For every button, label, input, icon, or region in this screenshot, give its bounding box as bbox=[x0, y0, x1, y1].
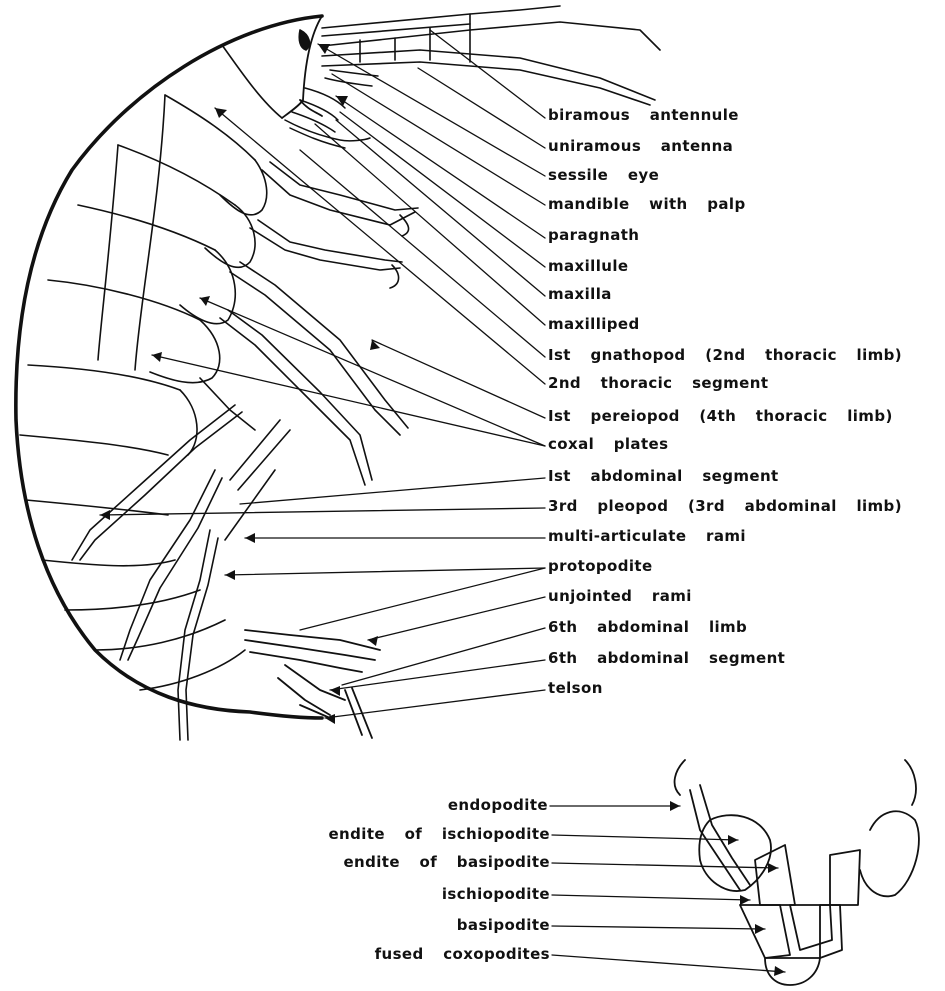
label-endite-of-basipodite: endite of basipodite bbox=[343, 853, 550, 871]
thoracic-legs-drawing bbox=[200, 162, 418, 485]
label-maxilla: maxilla bbox=[548, 285, 612, 303]
label-maxillule: maxillule bbox=[548, 257, 628, 275]
label-3rd-pleopod: 3rd pleopod (3rd abdominal limb) bbox=[548, 497, 902, 515]
label-multi-articulate-rami: multi-articulate rami bbox=[548, 527, 746, 545]
label-basipodite: basipodite bbox=[457, 916, 550, 934]
label-maxilliped: maxilliped bbox=[548, 315, 640, 333]
coxal-plates-drawing bbox=[98, 95, 267, 455]
label-1st-gnathopod: Ist gnathopod (2nd thoracic limb) bbox=[548, 346, 902, 364]
label-6th-abdominal-limb: 6th abdominal limb bbox=[548, 618, 747, 636]
inset-maxilliped-drawing bbox=[675, 760, 919, 985]
urosome-drawing bbox=[245, 630, 380, 738]
label-ischiopodite: ischiopodite bbox=[442, 885, 550, 903]
pleopods-drawing bbox=[72, 405, 290, 740]
label-mandible-with-palp: mandible with palp bbox=[548, 195, 746, 213]
label-endopodite: endopodite bbox=[448, 796, 548, 814]
label-telson: telson bbox=[548, 679, 603, 697]
label-uniramous-antenna: uniramous antenna bbox=[548, 137, 733, 155]
label-2nd-thoracic-segment: 2nd thoracic segment bbox=[548, 374, 768, 392]
antennae-drawing bbox=[299, 6, 660, 105]
label-endite-of-ischiopodite: endite of ischiopodite bbox=[328, 825, 550, 843]
label-fused-coxopodites: fused coxopodites bbox=[375, 945, 550, 963]
label-paragnath: paragnath bbox=[548, 226, 639, 244]
label-1st-abdominal-segment: Ist abdominal segment bbox=[548, 467, 779, 485]
label-1st-pereiopod: Ist pereiopod (4th thoracic limb) bbox=[548, 407, 893, 425]
label-unjointed-rami: unjointed rami bbox=[548, 587, 692, 605]
label-sessile-eye: sessile eye bbox=[548, 166, 659, 184]
mouthparts-drawing bbox=[285, 70, 378, 148]
label-biramous-antennule: biramous antennule bbox=[548, 106, 739, 124]
label-coxal-plates: coxal plates bbox=[548, 435, 668, 453]
label-protopodite: protopodite bbox=[548, 557, 653, 575]
label-6th-abdominal-segment: 6th abdominal segment bbox=[548, 649, 785, 667]
